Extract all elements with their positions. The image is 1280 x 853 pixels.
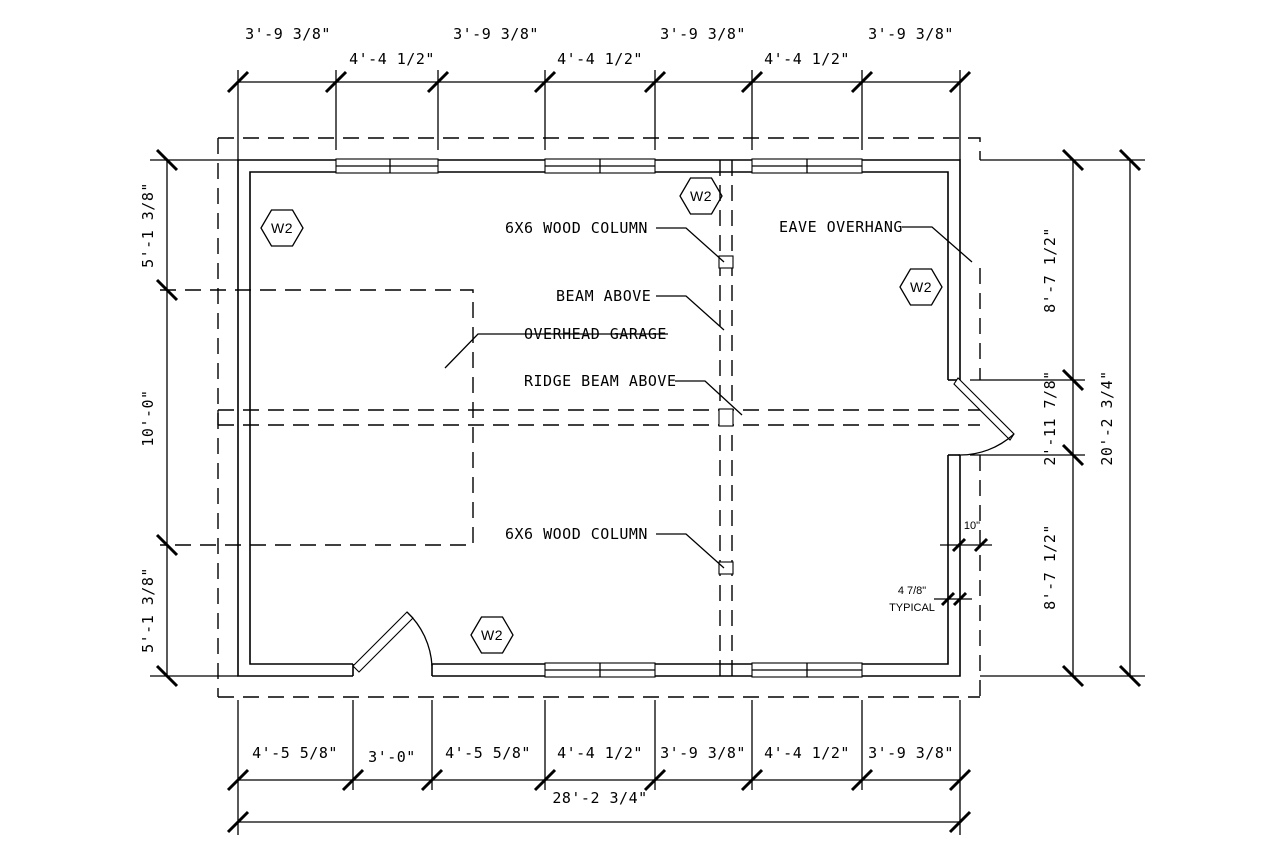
leader-lines [444, 226, 973, 569]
right-dimension-chain [970, 148, 1145, 688]
dim-wall-typical: TYPICAL [889, 602, 935, 614]
top-dimension-chain [226, 70, 972, 160]
dim-bottom-2: 3'-0" [368, 748, 416, 766]
dim-bottom-5: 3'-9 3/8" [660, 744, 746, 762]
dim-right-total: 20'-2 3/4" [1098, 370, 1116, 465]
dim-bottom-3: 4'-5 5/8" [445, 744, 531, 762]
dim-top-2: 4'-4 1/2" [349, 50, 435, 68]
tag-w2-top-center-label: W2 [690, 188, 712, 204]
dim-left-1: 5'-1 3/8" [139, 182, 157, 268]
dim-top-5: 3'-9 3/8" [660, 25, 746, 43]
windows-top-wall [335, 158, 863, 174]
dim-right-3: 8'-7 1/2" [1041, 524, 1059, 610]
exterior-walls [237, 159, 961, 677]
dim-top-3: 3'-9 3/8" [453, 25, 539, 43]
dim-left-2: 10'-0" [139, 389, 157, 446]
label-overhead-garage: OVERHEAD GARAGE [524, 325, 667, 343]
dim-bottom-total: 28'-2 3/4" [552, 789, 647, 807]
tag-w2-top-left: W2 [260, 209, 304, 247]
windows-bottom-wall [544, 662, 863, 678]
wall-detail-dims [934, 537, 992, 607]
dim-right-2: 2'-11 7/8" [1041, 370, 1059, 465]
right-entry-door [953, 377, 1015, 456]
dim-left-3: 5'-1 3/8" [139, 567, 157, 653]
wood-column-bottom [718, 561, 734, 575]
bottom-entry-door [352, 611, 433, 673]
dim-bottom-6: 4'-4 1/2" [764, 744, 850, 762]
tag-w2-bottom-label: W2 [481, 627, 503, 643]
dim-top-6: 4'-4 1/2" [764, 50, 850, 68]
tag-w2-bottom: W2 [470, 616, 514, 654]
dim-bottom-1: 4'-5 5/8" [252, 744, 338, 762]
overhead-garage-outline [160, 289, 474, 546]
dim-right-1: 8'-7 1/2" [1041, 227, 1059, 313]
label-wood-column-bottom: 6X6 WOOD COLUMN [505, 525, 648, 543]
ridge-beam-above [217, 408, 980, 427]
tag-w2-right: W2 [899, 268, 943, 306]
tag-w2-top-left-label: W2 [271, 220, 293, 236]
wood-column-top [718, 255, 734, 269]
tag-w2-top-center: W2 [679, 177, 723, 215]
dim-top-1: 3'-9 3/8" [245, 25, 331, 43]
left-dimension-chain [150, 148, 238, 688]
tag-w2-right-label: W2 [910, 279, 932, 295]
label-wood-column-top: 6X6 WOOD COLUMN [505, 219, 648, 237]
dim-top-4: 4'-4 1/2" [557, 50, 643, 68]
dim-bottom-4: 4'-4 1/2" [557, 744, 643, 762]
label-beam-above: BEAM ABOVE [556, 287, 651, 305]
dim-wall-offset: 10" [964, 520, 980, 532]
label-eave-overhang: EAVE OVERHANG [779, 218, 903, 236]
dim-top-7: 3'-9 3/8" [868, 25, 954, 43]
bottom-dimension-chain [226, 700, 972, 835]
dim-wall-thickness: 4 7/8" [898, 585, 926, 597]
label-ridge-beam-above: RIDGE BEAM ABOVE [524, 372, 677, 390]
dim-bottom-7: 3'-9 3/8" [868, 744, 954, 762]
